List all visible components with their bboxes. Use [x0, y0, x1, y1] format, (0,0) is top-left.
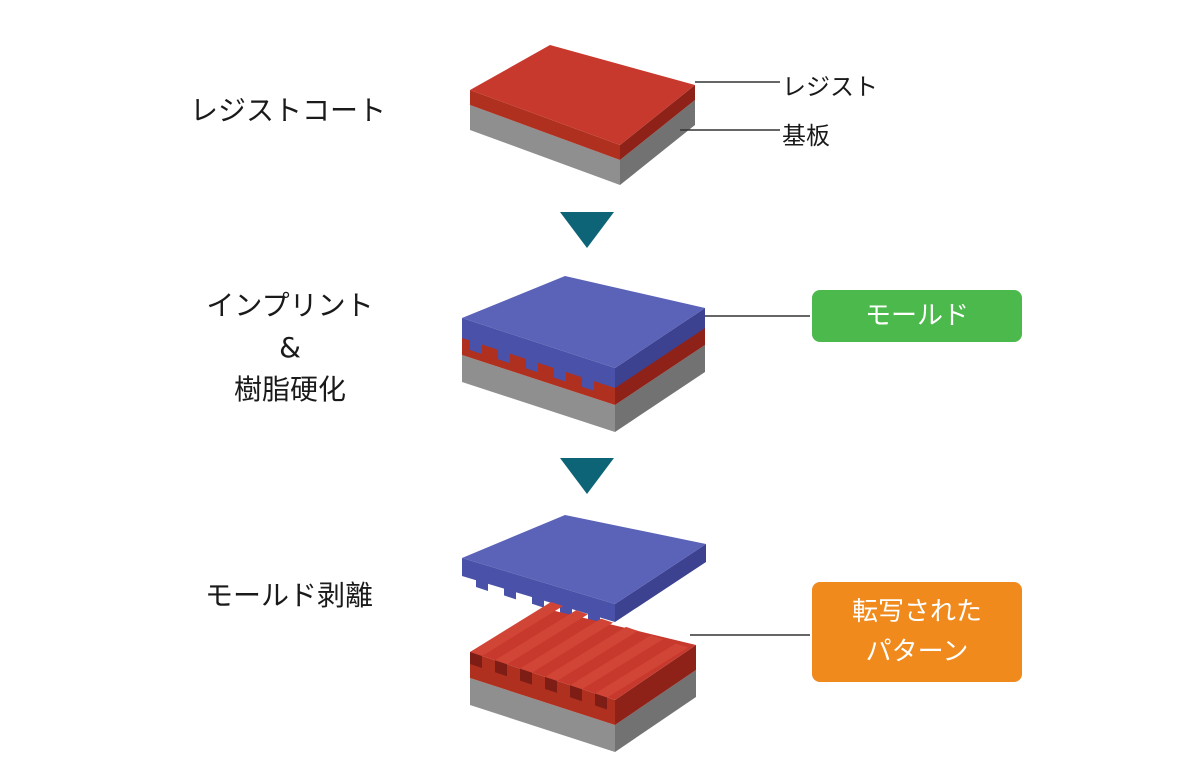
resist-ridge-gap — [520, 668, 532, 685]
substrate-label: 基板 — [782, 122, 830, 150]
resist-pattern-ridges — [470, 602, 696, 710]
stage-1-block — [470, 45, 695, 185]
stage-3-mold — [462, 515, 706, 625]
mold-tooth — [582, 374, 594, 391]
mold-top-face — [462, 276, 705, 368]
step-label-mold-release: モールド剥離 — [205, 579, 374, 612]
substrate-left-face — [462, 355, 615, 432]
mold-tooth — [526, 356, 538, 373]
mold-tooth — [470, 338, 482, 354]
resist-right-face — [615, 327, 705, 405]
mold-tooth — [554, 365, 566, 382]
mold-left-face — [462, 318, 615, 388]
mold-teeth — [476, 576, 600, 625]
mold-badge: モールド — [812, 290, 1022, 342]
mold-right-face — [615, 544, 706, 622]
step-label-line: & — [279, 331, 301, 364]
resist-ridge — [545, 626, 638, 681]
resist-ridge-gap — [595, 693, 607, 710]
pattern-badge-line: 転写された — [851, 597, 982, 627]
resist-ridge-gap — [570, 685, 582, 702]
mold-tooth — [498, 347, 510, 364]
substrate-right-face — [615, 670, 696, 752]
resist-right-face — [620, 85, 695, 160]
substrate-left-face — [470, 678, 615, 752]
resist-ridge-gap — [470, 652, 482, 668]
mold-tooth — [476, 576, 488, 591]
mold-badge-text: モールド — [864, 301, 969, 331]
mold-teeth — [470, 338, 594, 391]
resist-ridge — [570, 635, 663, 690]
step-label-resist-coat: レジストコート — [190, 94, 387, 127]
resist-left-face — [470, 90, 620, 160]
mold-top-face — [462, 515, 706, 604]
stage-3-patterned-block — [470, 602, 696, 752]
resist-label: レジスト — [782, 73, 878, 101]
stage-2-block — [462, 276, 705, 432]
resist-ridge-gap — [495, 660, 507, 677]
step-label-imprint-cure: インプリント & 樹脂硬化 — [200, 285, 380, 411]
mold-left-face — [462, 558, 615, 622]
mold-tooth — [560, 601, 572, 617]
transferred-pattern-badge: 転写された パターン — [812, 582, 1022, 682]
substrate-right-face — [620, 100, 695, 185]
resist-ridge — [495, 610, 588, 665]
step-label-line: インプリント — [206, 289, 374, 322]
resist-ridge — [470, 602, 563, 656]
resist-right-face — [615, 645, 696, 725]
down-arrow-icon — [560, 458, 614, 494]
substrate-right-face — [615, 345, 705, 432]
mold-tooth — [504, 584, 516, 600]
resist-ridge — [595, 643, 688, 698]
down-arrow-icon — [560, 212, 614, 248]
substrate-left-face — [470, 105, 620, 185]
mold-right-face — [615, 308, 705, 388]
resist-top-face — [470, 45, 695, 145]
resist-ridge — [520, 618, 613, 673]
mold-tooth — [532, 592, 544, 608]
pattern-badge-line: パターン — [865, 637, 969, 667]
step-label-line: 樹脂硬化 — [233, 373, 346, 406]
resist-ridge-gap — [545, 676, 557, 693]
